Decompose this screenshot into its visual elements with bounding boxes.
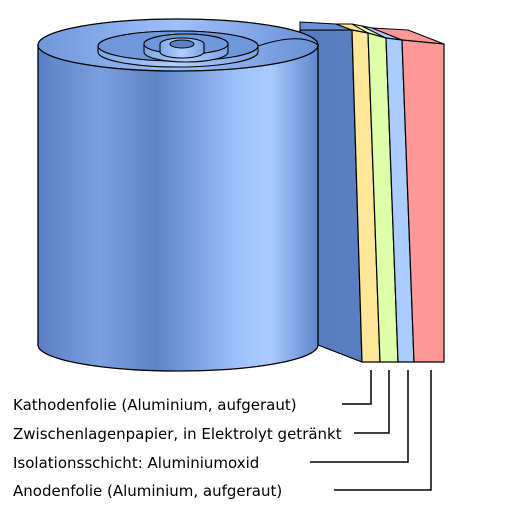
spiral-tail-line bbox=[257, 38, 319, 47]
spiral-core-inner bbox=[169, 39, 195, 49]
leader-line-cathode bbox=[342, 370, 372, 405]
leader-line-anode bbox=[334, 370, 432, 491]
layer-anode-face bbox=[401, 39, 445, 363]
label-anode-foil: Anodenfolie (Aluminium, aufgeraut) bbox=[13, 482, 282, 500]
foil-roll-body bbox=[37, 44, 319, 372]
label-separator-paper: Zwischenlagenpapier, in Elektrolyt geträ… bbox=[13, 425, 342, 443]
leader-line-paper bbox=[354, 370, 390, 434]
label-cathode-foil: Kathodenfolie (Aluminium, aufgeraut) bbox=[13, 396, 297, 414]
leader-line-oxide bbox=[310, 370, 409, 463]
label-oxide-layer: Isolationsschicht: Aluminiumoxid bbox=[13, 454, 259, 472]
